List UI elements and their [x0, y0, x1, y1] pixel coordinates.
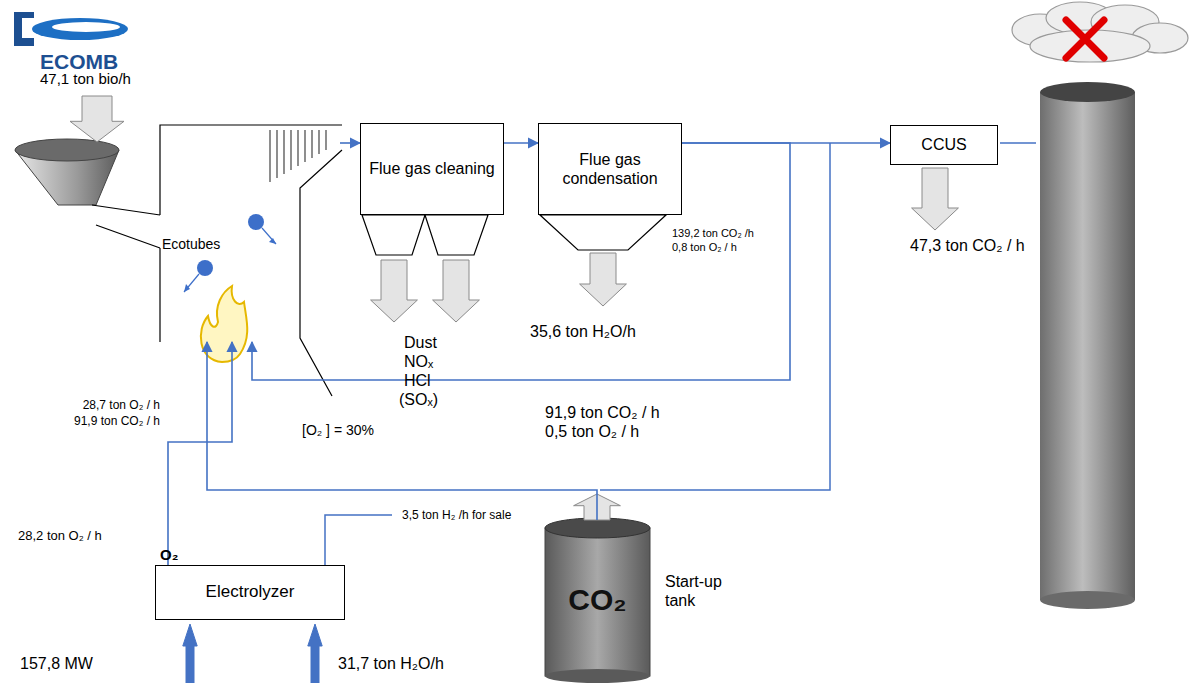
fin-stroke	[304, 130, 305, 162]
fin-stroke	[269, 130, 270, 182]
flow-label: 139,2 ton CO₂ /h	[672, 227, 754, 240]
flow-label: 47,1 ton bio/h	[40, 70, 131, 88]
cross-mark	[1066, 20, 1104, 58]
block-arrow	[308, 624, 322, 683]
fuel-hopper	[15, 139, 160, 248]
flow-connector	[252, 143, 790, 380]
flow-label: [O₂ ] = 30%	[302, 422, 374, 439]
flow-label: Dust	[404, 333, 437, 352]
fin-stroke	[276, 130, 277, 178]
flow-label: 28,2 ton O₂ / h	[18, 528, 102, 544]
fin-stroke	[290, 130, 291, 170]
smoke-cloud	[1012, 2, 1188, 62]
fin-stroke	[325, 130, 326, 150]
node-text: Ecotubes	[162, 236, 220, 253]
flow-label: 31,7 ton H₂O/h	[338, 654, 444, 673]
node-text: CO₂	[568, 582, 626, 618]
flow-label: 28,7 ton O₂ / h	[20, 398, 160, 412]
logo-mark	[14, 12, 128, 46]
co2-tank	[545, 518, 650, 683]
node-text: Flue gas condensation	[539, 150, 681, 188]
node-text: Flue gas cleaning	[363, 159, 500, 178]
flow-connector	[340, 142, 360, 144]
flow-label: O₂	[160, 546, 178, 564]
process-box: CCUS	[890, 125, 998, 165]
flow-label: 0,8 ton O₂ / h	[672, 241, 737, 254]
block-arrow	[912, 168, 959, 230]
node-text: CCUS	[915, 135, 972, 154]
flow-connector	[168, 342, 232, 565]
boiler-outline	[160, 125, 342, 396]
ecotube-fins	[270, 130, 326, 182]
node-text: Electrolyzer	[200, 582, 301, 602]
fin-stroke	[283, 130, 284, 174]
flow-label: 35,6 ton H₂O/h	[530, 322, 636, 341]
flow-label: 91,9 ton CO₂ / h	[545, 403, 660, 422]
block-arrow	[183, 624, 197, 683]
fin-stroke	[311, 130, 312, 158]
chimney-stack	[1040, 82, 1135, 609]
flow-arrow	[70, 96, 958, 683]
process-box: Flue gas cleaning	[360, 123, 504, 215]
flow-label: (SOₓ)	[399, 390, 438, 409]
tank-caption: Start-up tank	[665, 572, 737, 610]
flow-label: NOₓ	[404, 352, 433, 371]
flow-label: 91,9 ton CO₂ / h	[20, 414, 160, 428]
flow-label: 3,5 ton H₂ /h for sale	[402, 508, 511, 522]
ash-hopper	[362, 215, 666, 255]
block-arrow	[580, 253, 627, 306]
flow-connector	[504, 142, 538, 144]
flow-label: 0,5 ton O₂ / h	[545, 422, 639, 441]
tank-node: CO₂Start-up tank	[545, 520, 650, 680]
flow-label: 47,3 ton CO₂ / h	[910, 236, 1025, 255]
block-arrow	[70, 96, 124, 142]
flow-label: 157,8 MW	[20, 654, 93, 673]
flow-connector	[207, 342, 597, 520]
flow-label: HCl	[404, 371, 431, 390]
boiler-furnace: Ecotubes	[162, 130, 340, 342]
block-arrow	[371, 260, 418, 322]
fin-stroke	[318, 130, 319, 154]
ecotube-nozzle	[184, 214, 276, 292]
process-box: Electrolyzer	[155, 565, 345, 620]
process-box: Flue gas condensation	[538, 123, 682, 215]
fin-stroke	[297, 130, 298, 166]
block-arrow	[433, 260, 480, 322]
